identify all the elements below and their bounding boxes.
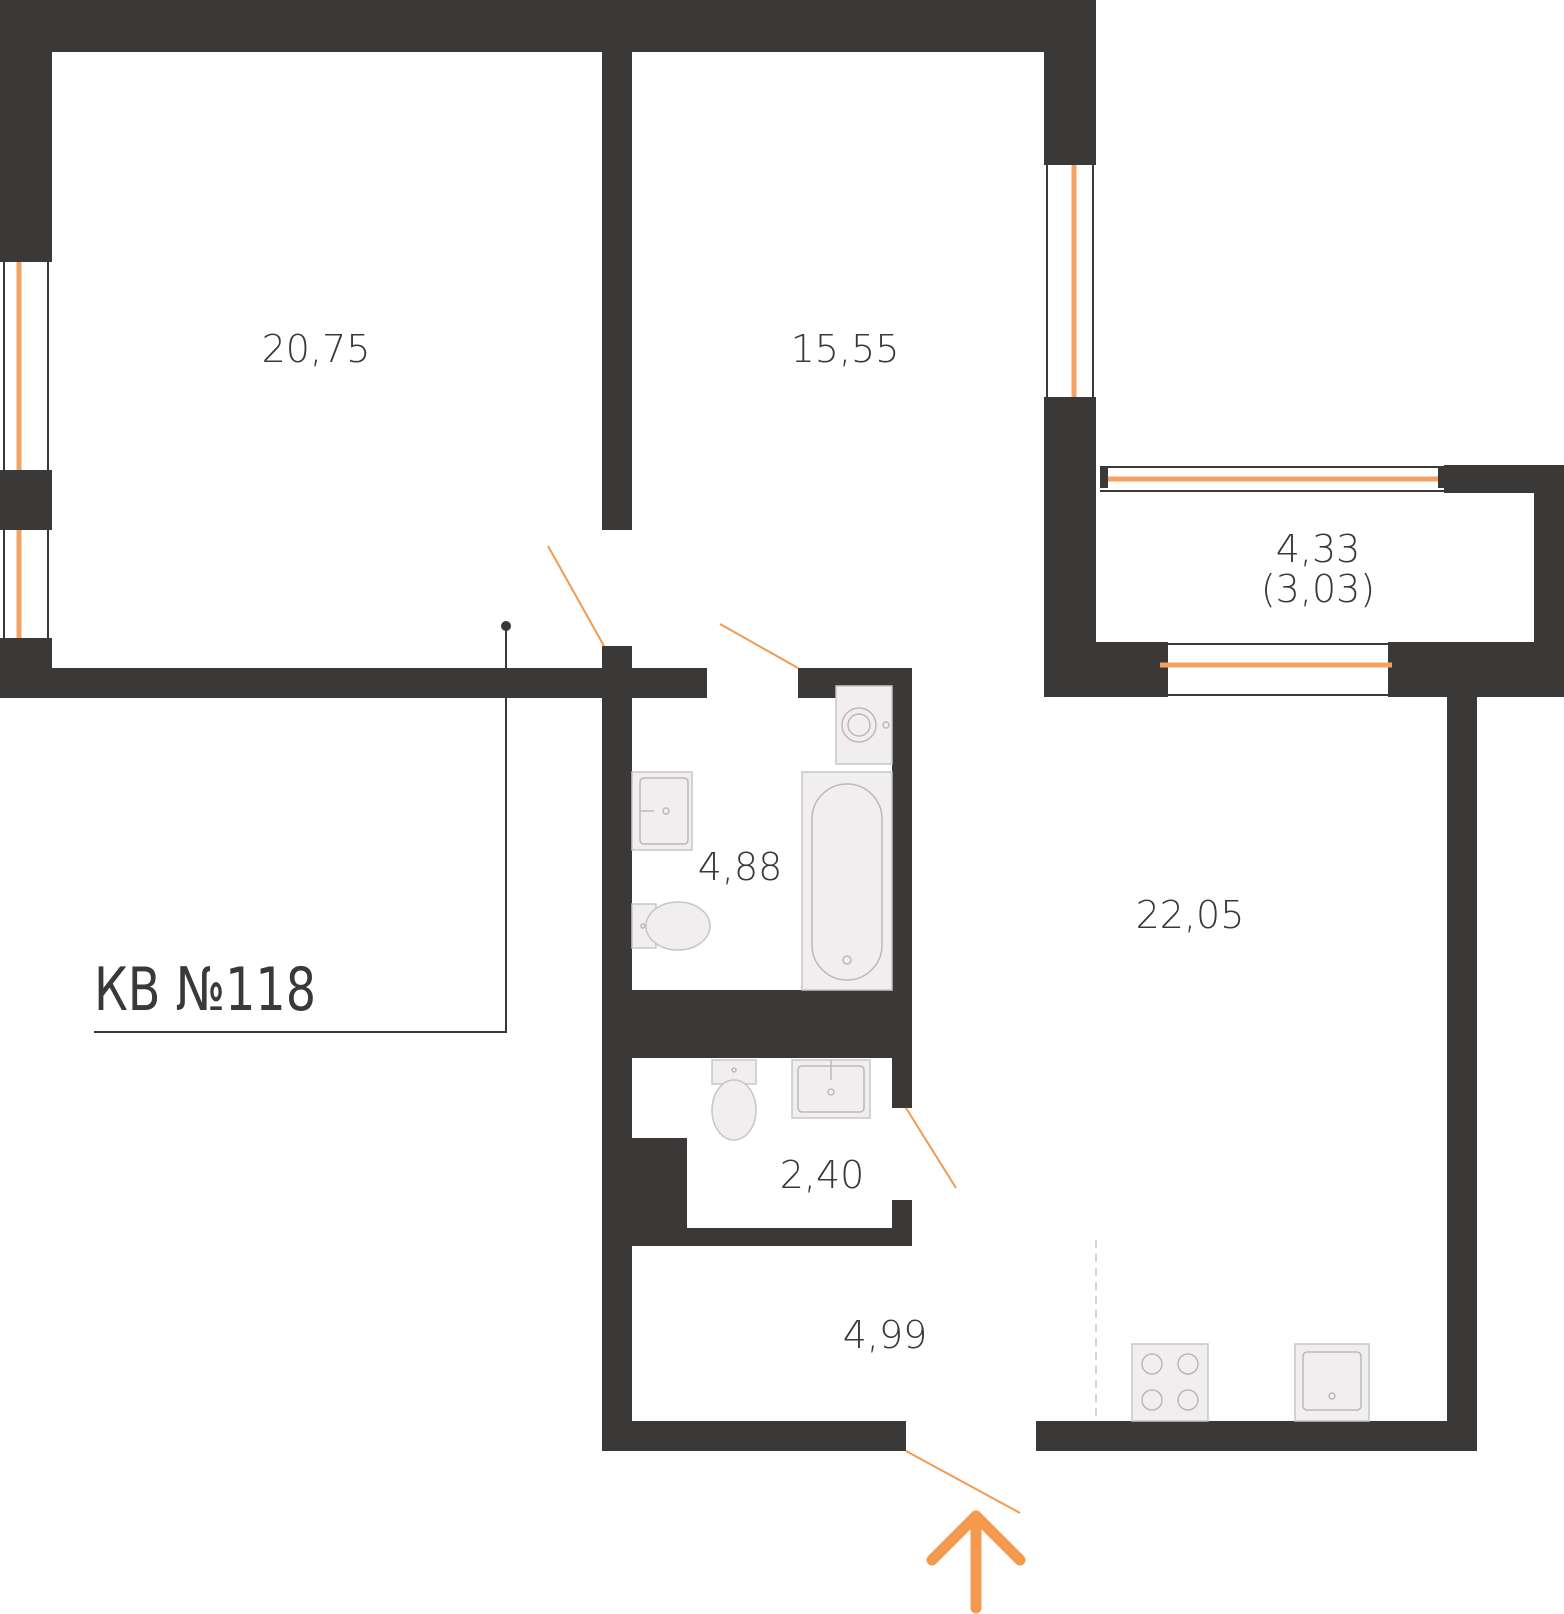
room-area-balcony: 4,33 — [1276, 527, 1361, 571]
bathtub-icon — [801, 771, 893, 991]
apartment-number: КВ №118 — [94, 955, 316, 1025]
room-area-kitchen-living: 22,05 — [1136, 893, 1245, 937]
room-area-balcony-reduced: (3,03) — [1261, 567, 1375, 611]
stove-icon — [1131, 1343, 1209, 1422]
room-area-bedroom-2: 15,55 — [791, 327, 900, 371]
windows — [0, 165, 1446, 697]
toilet-icon — [631, 901, 711, 951]
leader-line — [94, 626, 507, 1033]
apartment-label-group: КВ №118 — [94, 621, 511, 1033]
toilet-icon — [711, 1059, 757, 1141]
walls — [0, 0, 1564, 1451]
washing-machine-icon — [835, 685, 893, 765]
doors — [547, 545, 1021, 1514]
room-area-bathroom: 4,88 — [698, 845, 783, 889]
room-area-hallway: 4,99 — [843, 1313, 928, 1357]
entrance-arrow-icon — [926, 1510, 1026, 1614]
kitchen-sink-icon — [1294, 1343, 1370, 1422]
room-area-bedroom-1: 20,75 — [262, 327, 371, 371]
sink-icon — [631, 771, 693, 851]
sink-icon — [791, 1059, 871, 1119]
room-area-toilet: 2,40 — [780, 1153, 865, 1197]
